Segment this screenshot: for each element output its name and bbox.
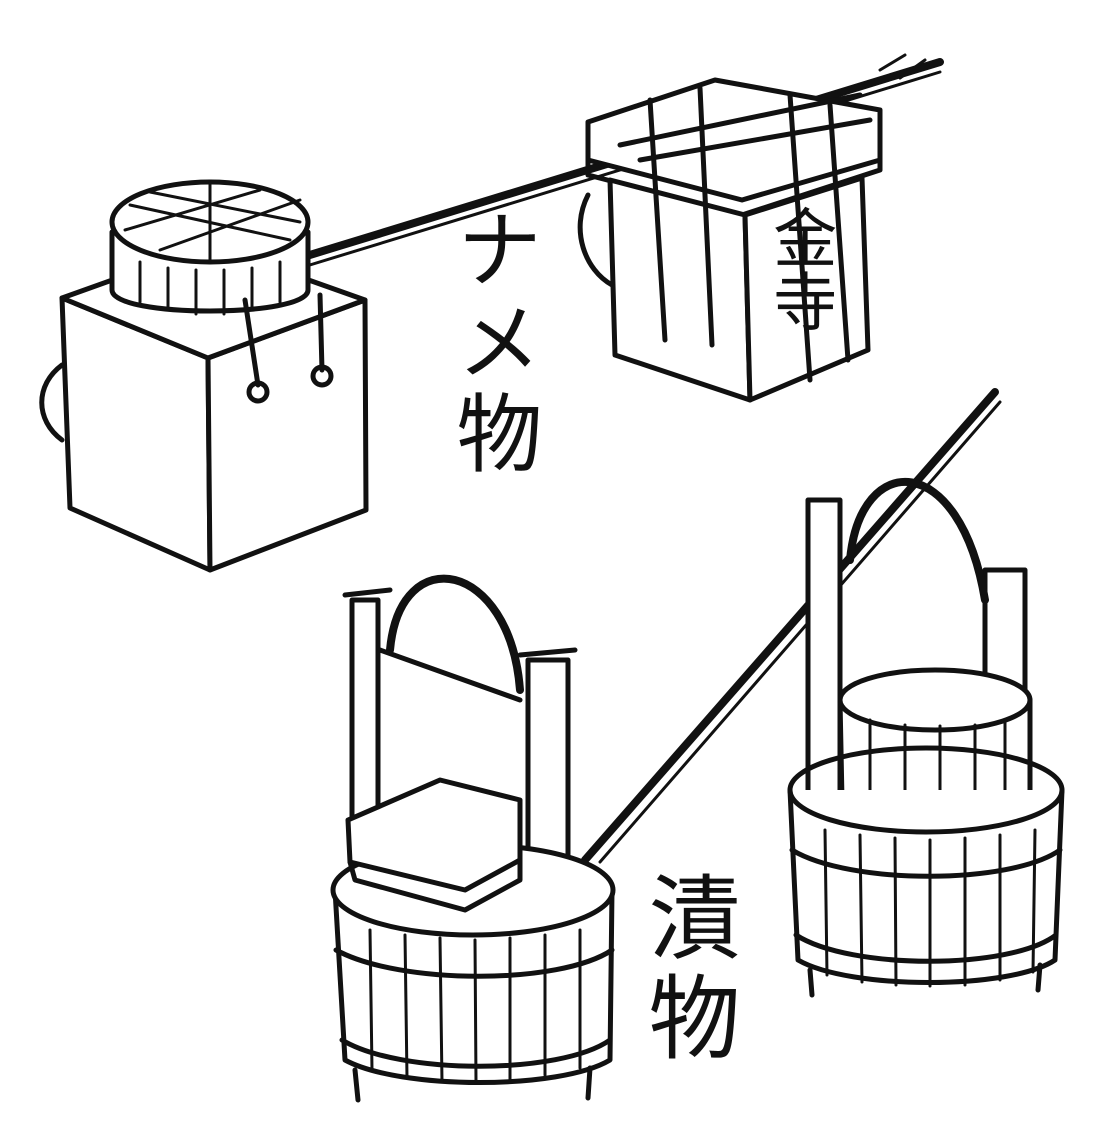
tied-box (577, 77, 883, 403)
caption-tsukemono: 漬物 (633, 870, 740, 1070)
caption-name-mono: ナメ物 (441, 205, 541, 481)
carrying-pole-bottom (581, 388, 1002, 864)
box-inscription: 金寺 (762, 205, 837, 333)
pickle-bucket (330, 574, 616, 1103)
lidded-square-tub (39, 179, 369, 573)
nested-bucket (787, 477, 1065, 998)
